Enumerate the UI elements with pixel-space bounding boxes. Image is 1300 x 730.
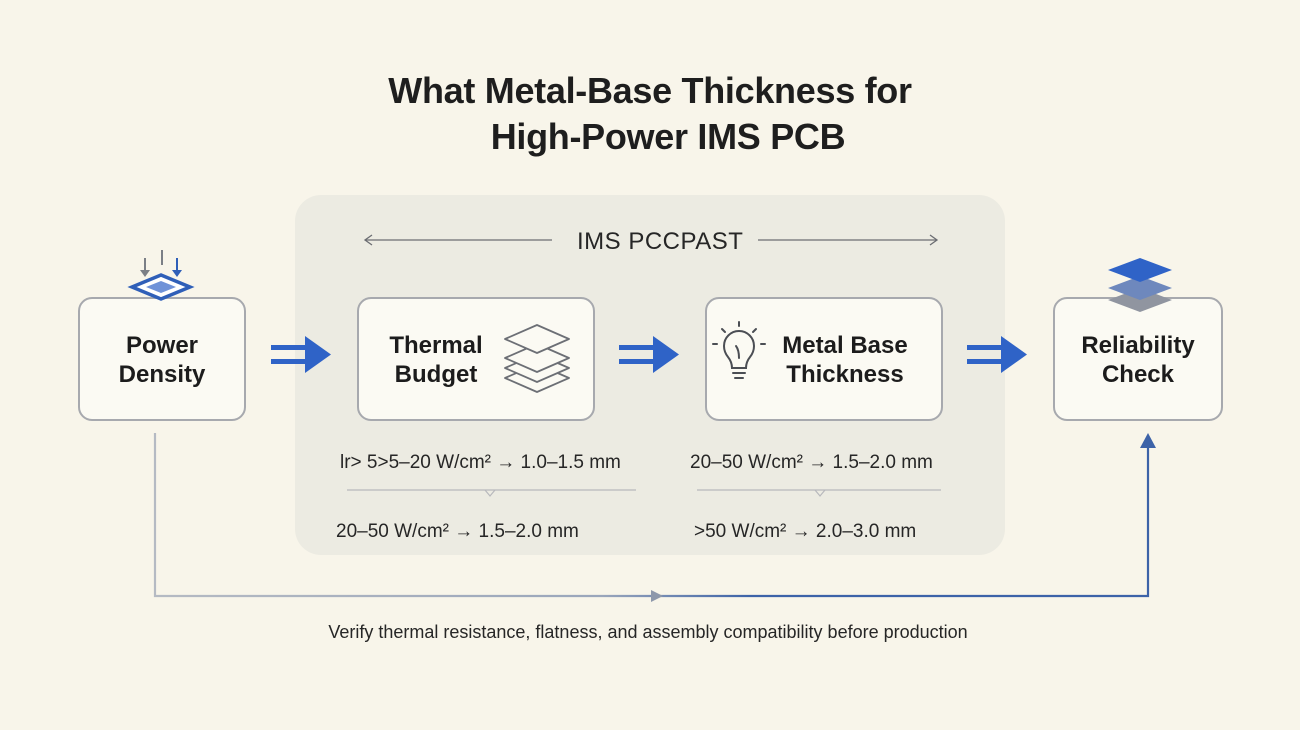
step-label-line2: Density bbox=[118, 361, 206, 388]
step-label-reliability-check: Reliability Check bbox=[1053, 331, 1223, 389]
rule-text-left-top: lr> 5>5–20 W/cm² → 1.0–1.5 mm bbox=[340, 452, 621, 473]
panel-header-label: IMS PCCPAST bbox=[577, 228, 744, 255]
step-box-reliability-check bbox=[1053, 297, 1223, 421]
diagram-title-line2: High-Power IMS PCB bbox=[490, 116, 846, 157]
step-label-line2: Thickness bbox=[786, 361, 904, 388]
step-box-power-density bbox=[78, 297, 246, 421]
diagram-title-line1: What Metal-Base Thickness for bbox=[388, 70, 912, 111]
rule-text-left-bottom: 20–50 W/cm² → 1.5–2.0 mm bbox=[336, 521, 579, 542]
rule-divider-right bbox=[697, 489, 941, 497]
step-label-power-density: Power Density bbox=[78, 331, 246, 389]
lightbulb-icon bbox=[712, 321, 766, 379]
rule-text-right-top: 20–50 W/cm² → 1.5–2.0 mm bbox=[690, 452, 933, 473]
footer-note: Verify thermal resistance, flatness, and… bbox=[328, 622, 968, 642]
flow-arrow-1 bbox=[271, 336, 331, 373]
power-density-icon bbox=[127, 250, 195, 301]
step-label-line1: Thermal bbox=[389, 332, 483, 359]
step-box-metal-base-thickness bbox=[705, 297, 943, 421]
step-label-line1: Reliability bbox=[1081, 332, 1195, 359]
header-double-arrow-right bbox=[758, 234, 939, 246]
layers-icon bbox=[504, 324, 570, 393]
step-label-line2: Budget bbox=[394, 361, 478, 388]
step-label-line1: Metal Base bbox=[782, 332, 908, 359]
step-label-metal-base-thickness: Metal Base Thickness bbox=[774, 331, 916, 389]
header-double-arrow-left bbox=[363, 234, 552, 246]
rule-text-right-bottom: >50 W/cm² → 2.0–3.0 mm bbox=[694, 521, 917, 542]
feedback-loop-line bbox=[153, 433, 1156, 602]
rule-divider-left bbox=[347, 489, 636, 497]
flow-arrow-2 bbox=[619, 336, 679, 373]
step-label-line2: Check bbox=[1101, 361, 1175, 388]
stack-icon bbox=[1108, 258, 1172, 312]
step-label-thermal-budget: Thermal Budget bbox=[380, 331, 492, 389]
flow-arrow-3 bbox=[967, 336, 1027, 373]
step-label-line1: Power bbox=[125, 332, 199, 359]
